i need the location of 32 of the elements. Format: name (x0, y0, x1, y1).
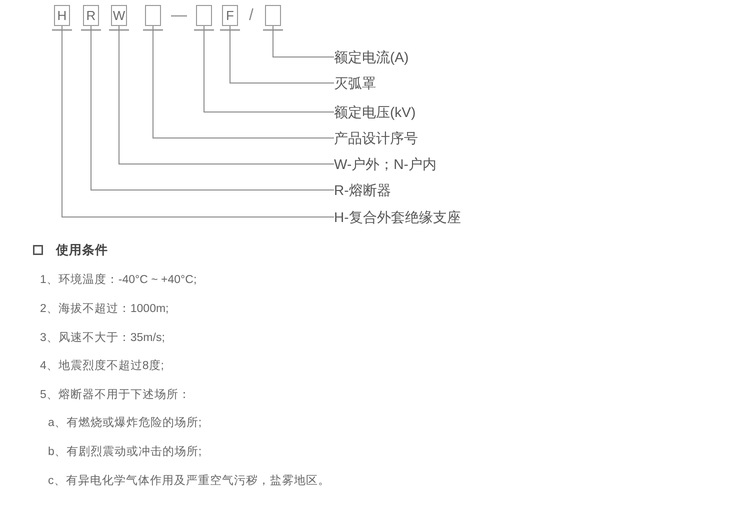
code-description: 产品设计序号 (334, 128, 418, 148)
leader-line (152, 26, 334, 138)
leader-line (90, 26, 334, 190)
condition-item: 1、环境温度：-40°C ~ +40°C; (40, 272, 197, 288)
leader-line (230, 26, 334, 84)
condition-item: 4、地震烈度不超过8度; (40, 358, 164, 374)
code-description: 额定电流(A) (334, 47, 409, 67)
code-letter-box: W (111, 5, 127, 26)
leader-line (204, 26, 334, 112)
code-description: 额定电压(kV) (334, 102, 416, 122)
leader-line (118, 26, 334, 164)
leader-line (62, 26, 334, 218)
condition-item: 2、海拔不超过：1000m; (40, 302, 169, 317)
code-description: W-户外；N-户内 (334, 154, 436, 174)
blank-code-box (196, 5, 212, 26)
dash-separator: — (171, 6, 187, 26)
section-heading: 使用条件 (56, 242, 108, 258)
code-letter-box: H (54, 5, 70, 26)
code-description: R-熔断器 (334, 180, 391, 200)
slash-separator: / (249, 6, 254, 26)
code-letter-box: R (83, 5, 99, 26)
code-description: 灭弧罩 (334, 73, 376, 93)
condition-item: 3、风速不大于：35m/s; (40, 330, 165, 346)
code-letter-box: F (222, 5, 238, 26)
condition-subitem: b、有剧烈震动或冲击的场所; (48, 444, 202, 460)
condition-subitem: a、有燃烧或爆炸危险的场所; (48, 416, 202, 431)
blank-code-box (265, 5, 281, 26)
blank-code-box (145, 5, 161, 26)
leader-line (272, 26, 334, 58)
code-description: H-复合外套绝缘支座 (334, 207, 461, 227)
condition-item: 5、熔断器不用于下述场所： (40, 387, 190, 403)
condition-subitem: c、有异电化学气体作用及严重空气污秽，盐雾地区。 (48, 473, 330, 489)
